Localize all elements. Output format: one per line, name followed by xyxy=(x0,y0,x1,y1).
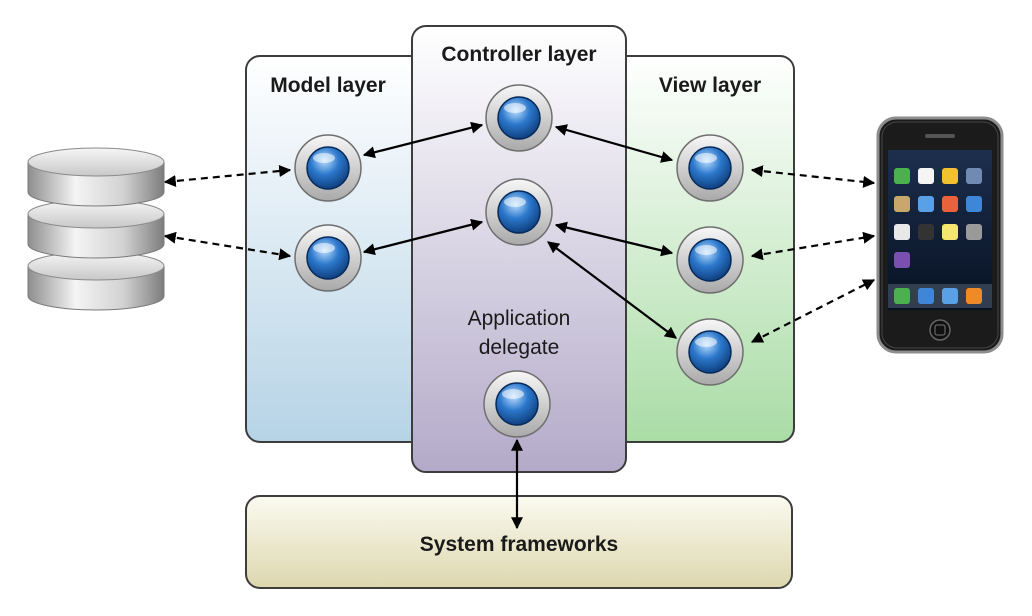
view-object-icon-2 xyxy=(676,226,744,294)
system-frameworks-panel: System frameworks xyxy=(245,495,793,589)
arrow-model-controller-2 xyxy=(362,218,484,256)
view-object-icon-1 xyxy=(676,134,744,202)
arrow-view-device-3 xyxy=(750,279,876,343)
iphone-app-grid xyxy=(888,168,992,308)
arrow-model-controller-1 xyxy=(362,121,484,159)
model-object-icon-1 xyxy=(294,134,362,202)
iphone-icon xyxy=(876,116,1004,354)
iphone-earpiece xyxy=(925,134,955,138)
controller-object-icon-1 xyxy=(485,84,553,152)
arrow-controller-view-3 xyxy=(547,241,677,339)
arrow-controller-view-1 xyxy=(554,124,674,163)
app-delegate-object-icon xyxy=(483,370,551,438)
database-icon xyxy=(27,147,165,311)
view-object-icon-3 xyxy=(676,318,744,386)
arrow-db-model-1 xyxy=(163,165,292,187)
controller-object-icon-2 xyxy=(485,178,553,246)
arrow-db-model-2 xyxy=(163,231,292,261)
arrow-view-device-1 xyxy=(750,165,876,188)
app-delegate-line1: Application xyxy=(468,307,571,330)
model-object-icon-2 xyxy=(294,224,362,292)
database-disk-bottom xyxy=(27,251,165,311)
system-frameworks-label: System frameworks xyxy=(420,533,618,556)
model-layer-title: Model layer xyxy=(270,74,386,97)
database-disk-top xyxy=(27,147,165,207)
app-delegate-line2: delegate xyxy=(479,336,560,359)
controller-layer-title: Controller layer xyxy=(441,43,596,66)
arrow-view-device-2 xyxy=(750,231,876,261)
iphone-home-button xyxy=(929,319,951,341)
connections xyxy=(163,121,876,530)
database-disk-middle xyxy=(27,199,165,259)
view-layer-title: View layer xyxy=(659,74,761,97)
app-delegate-label: Application delegate xyxy=(468,307,571,359)
